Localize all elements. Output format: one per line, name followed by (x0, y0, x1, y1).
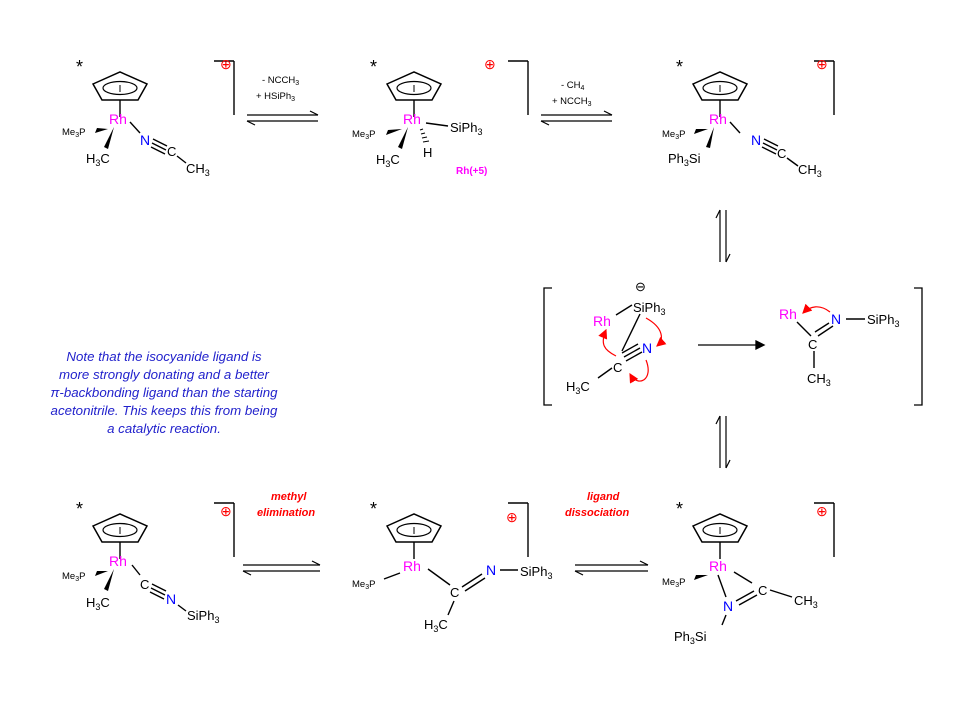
siph3-group: SiPh3 (187, 608, 219, 625)
explanatory-note: Note that the isocyanide ligand is more … (18, 348, 310, 438)
cp-star-label: * (370, 57, 377, 77)
step2-condition-1: - CH4 (561, 80, 585, 92)
nitrile-ch3: CH3 (186, 161, 210, 178)
charge-plus: ⊕ (484, 56, 496, 72)
iminoacyl-n: N (723, 598, 733, 614)
iminoacyl-c: C (758, 583, 767, 598)
electron-arrow-2 (645, 317, 667, 347)
nitrile-ch3: CH3 (798, 162, 822, 179)
rh-atom: Rh (779, 306, 797, 322)
nitrile-c: C (777, 146, 786, 161)
isocyanide-c: C (140, 577, 149, 592)
oxidation-state-label: Rh(+5) (456, 166, 487, 177)
charge-plus: ⊕ (816, 56, 828, 72)
step1-condition-1: - NCCH3 (262, 75, 299, 87)
isocyanide-n: N (166, 591, 176, 607)
isocyanide-c: C (613, 360, 622, 375)
charge-plus: ⊕ (220, 56, 232, 72)
note-line: acetonitrile. This keeps this from being (50, 403, 278, 418)
silyl-group: Ph3Si (674, 629, 707, 646)
rh-atom: Rh (403, 558, 421, 574)
vertical-equilibrium-arrow-2 (715, 415, 731, 469)
rh-atom: Rh (593, 313, 611, 329)
me3p-ligand: Me3P (662, 577, 685, 589)
nitrile-n: N (140, 132, 150, 148)
vertical-equilibrium-arrow-1 (715, 209, 731, 263)
electron-arrow-4 (802, 303, 831, 314)
note-line: more strongly donating and a better (59, 367, 269, 382)
cp-star-label: * (370, 499, 377, 519)
iminoacyl-c: C (450, 585, 459, 600)
charge-plus: ⊕ (506, 509, 518, 525)
methyl-ligand: H3C (376, 152, 400, 169)
methyl-elimination-label-1: methyl (271, 491, 307, 503)
methyl-group: H3C (566, 379, 590, 396)
nitrile-n: N (751, 132, 761, 148)
electron-arrow-3 (629, 359, 649, 384)
rh-atom: Rh (109, 553, 127, 569)
hydride-h: H (423, 145, 432, 160)
siph3-ligand: SiPh3 (450, 120, 482, 137)
siph3-group: SiPh3 (633, 300, 665, 317)
complex-5-iminoacyl: * ⊕ Rh Me3P C N SiPh3 H3C (352, 499, 552, 634)
complex-4-isocyanide: * ⊕ Rh Me3P H3C C N SiPh3 (62, 499, 235, 625)
electron-arrow-1 (598, 328, 617, 357)
bracket-left (543, 287, 552, 406)
rh-atom: Rh (403, 111, 421, 127)
complex-2-rh-v-hydride: * ⊕ Rh Me3P H3C SiPh3 H Rh(+5) (352, 56, 529, 177)
imine-c: C (808, 337, 817, 352)
charge-plus: ⊕ (816, 503, 828, 519)
methyl-ligand: H3C (86, 151, 110, 168)
me3p-ligand: Me3P (352, 579, 375, 591)
me3p-ligand: Me3P (352, 129, 375, 141)
complex-3-silyl-acetonitrile: * ⊕ Rh Me3P Ph3Si N C CH3 (662, 56, 835, 179)
charge-plus: ⊕ (220, 503, 232, 519)
ligand-dissociation-label-2: dissociation (565, 507, 629, 519)
cp-star-label: * (76, 57, 83, 77)
isocyanide-n: N (642, 340, 652, 356)
methyl-group: CH3 (807, 371, 831, 388)
complex-1-acetonitrile: * ⊕ Rh Me3P H3C N C CH3 (62, 56, 235, 178)
rh-atom: Rh (109, 111, 127, 127)
step2-condition-2: + NCCH3 (552, 96, 592, 108)
forward-arrow (698, 339, 766, 351)
equilibrium-arrow-1 (246, 110, 319, 126)
equilibrium-arrow-3 (242, 560, 321, 576)
nitrile-c: C (167, 144, 176, 159)
rh-atom: Rh (709, 111, 727, 127)
iminoacyl-n: N (486, 562, 496, 578)
methyl-ligand: H3C (86, 595, 110, 612)
step1-condition-2: + HSiPh3 (256, 91, 295, 103)
charge-minus: ⊖ (635, 279, 646, 294)
note-line: a catalytic reaction. (107, 421, 221, 436)
equilibrium-arrow-2 (540, 110, 613, 126)
rh-atom: Rh (709, 558, 727, 574)
me3p-ligand: Me3P (62, 571, 85, 583)
silyl-ligand: Ph3Si (668, 151, 701, 168)
siph3-group: SiPh3 (520, 564, 552, 581)
ligand-dissociation-label-1: ligand (587, 491, 620, 503)
migration-transition-intermediate: ⊖ SiPh3 Rh C N H3C (566, 279, 667, 396)
note-line: Note that the isocyanide ligand is (66, 349, 262, 364)
imine-n: N (831, 311, 841, 327)
cp-star-label: * (76, 499, 83, 519)
me3p-ligand: Me3P (62, 127, 85, 139)
methyl-group: CH3 (794, 593, 818, 610)
iminoacyl-intermediate: Rh N SiPh3 C CH3 (779, 303, 899, 388)
complex-6-eta2-iminoacyl: * ⊕ Rh Me3P C CH3 N Ph3Si (662, 499, 835, 646)
methyl-group: H3C (424, 617, 448, 634)
cp-star-label: * (676, 499, 683, 519)
cp-star-label: * (676, 57, 683, 77)
bracket-right (914, 287, 923, 406)
me3p-ligand: Me3P (662, 129, 685, 141)
note-line: π-backbonding ligand than the starting (50, 385, 278, 400)
siph3-group: SiPh3 (867, 312, 899, 329)
methyl-elimination-label-2: elimination (257, 507, 315, 519)
equilibrium-arrow-4 (574, 560, 649, 576)
